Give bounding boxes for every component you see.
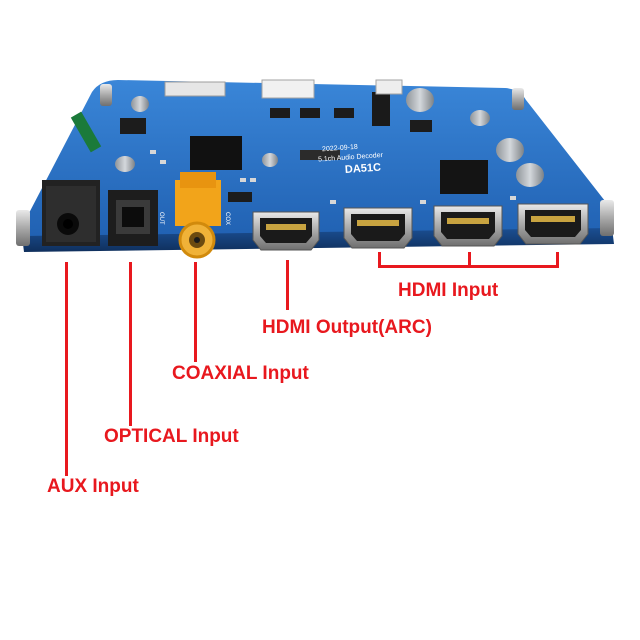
silkscreen-date: 2022-09-18 [322, 144, 358, 153]
hdmi-input-port-3 [517, 203, 589, 245]
silkscreen-model: DA51C [345, 162, 382, 176]
hdmi-input-bracket-left [378, 252, 381, 268]
coaxial-jack [175, 172, 221, 259]
aux-pointer-line [65, 262, 68, 476]
silk-cox-label: COX [224, 212, 230, 225]
hdmi-output-port [252, 211, 320, 251]
hdmi-output-label: HDMI Output(ARC) [262, 317, 432, 338]
capacitors [115, 88, 544, 187]
hdmi-input-bracket-bar [378, 265, 559, 268]
optical-pointer-line [129, 262, 132, 426]
silk-out-label: OUT [158, 212, 164, 225]
small-chips [120, 108, 432, 202]
main-chip [190, 136, 242, 170]
smd-components [150, 150, 516, 204]
hdmi-input-port-2 [433, 205, 503, 247]
hdmi-input-port-1 [343, 207, 413, 249]
hdmi-input-bracket-right [556, 252, 559, 268]
hdmi-input-label: HDMI Input [398, 280, 499, 301]
silkscreen-subtitle: 5.1ch Audio Decoder [318, 152, 384, 164]
coaxial-pointer-line [194, 262, 197, 362]
optical-jack [108, 190, 158, 246]
coaxial-label: COAXIAL Input [172, 363, 309, 384]
header-connector [261, 79, 315, 99]
aux-jack [42, 180, 100, 246]
hdmi-input-bracket-mid [468, 252, 471, 268]
small-connector [375, 79, 403, 95]
dsp-chip [440, 160, 488, 194]
module-strip [70, 111, 102, 153]
hdmi-output-pointer-line [286, 260, 289, 310]
optical-label: OPTICAL Input [104, 426, 239, 447]
pin-header [372, 92, 390, 126]
ribbon-connector [164, 81, 226, 97]
standoffs [16, 84, 614, 246]
aux-label: AUX Input [47, 476, 139, 497]
